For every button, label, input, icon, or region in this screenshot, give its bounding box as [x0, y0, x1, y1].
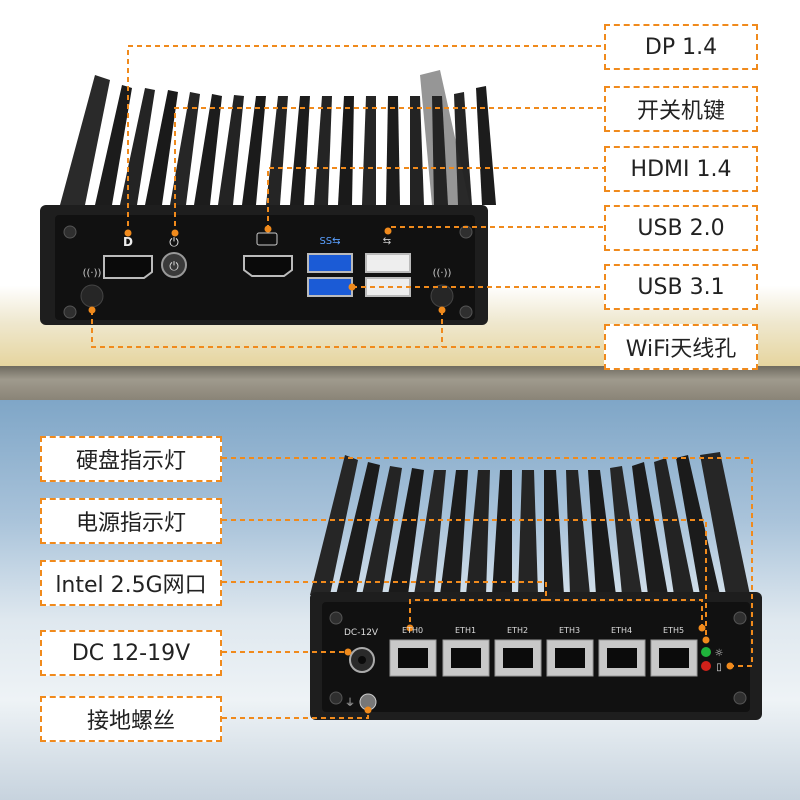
wifi-antenna-icon: ((·)) — [433, 268, 452, 279]
divider-band — [0, 366, 800, 400]
hdmi-port — [243, 255, 293, 277]
usb-icon: ⇆ — [383, 236, 391, 247]
front-heatsink — [60, 70, 496, 205]
label-wifi: WiFi天线孔 — [604, 324, 758, 370]
label-dp: DP 1.4 — [604, 24, 758, 70]
power-icon: ⏻ — [169, 259, 179, 273]
usb20-port-top — [365, 253, 411, 273]
label-lan: lntel 2.5G网口 — [40, 560, 222, 606]
label-power-led: 电源指示灯 — [40, 498, 222, 544]
displayport-icon: D — [123, 235, 133, 249]
label-ground: 接地螺丝 — [40, 696, 222, 742]
label-power-key: 开关机键 — [604, 86, 758, 132]
wifi-antenna-icon: ((·)) — [83, 268, 102, 279]
power-button — [161, 252, 187, 278]
front-screws — [63, 225, 473, 319]
label-usb31: USB 3.1 — [604, 264, 758, 310]
power-icon: ⏻ — [169, 235, 179, 249]
hdmi-icon — [256, 232, 278, 246]
displayport-port — [103, 255, 153, 279]
front-device-drawing: ((·)) ((·)) D ⏻ ⏻ SS⇆ ⇆ — [40, 45, 604, 348]
label-usb20: USB 2.0 — [604, 205, 758, 251]
label-hdmi: HDMI 1.4 — [604, 146, 758, 192]
usb31-port-top — [307, 253, 353, 273]
usb31-port-bottom — [307, 277, 353, 297]
usb-ss-icon: SS⇆ — [319, 236, 340, 247]
label-dc: DC 12-19V — [40, 630, 222, 676]
wifi-antenna-hole-left — [80, 284, 104, 308]
wifi-antenna-hole-right — [430, 284, 454, 308]
label-hdd-led: 硬盘指示灯 — [40, 436, 222, 482]
